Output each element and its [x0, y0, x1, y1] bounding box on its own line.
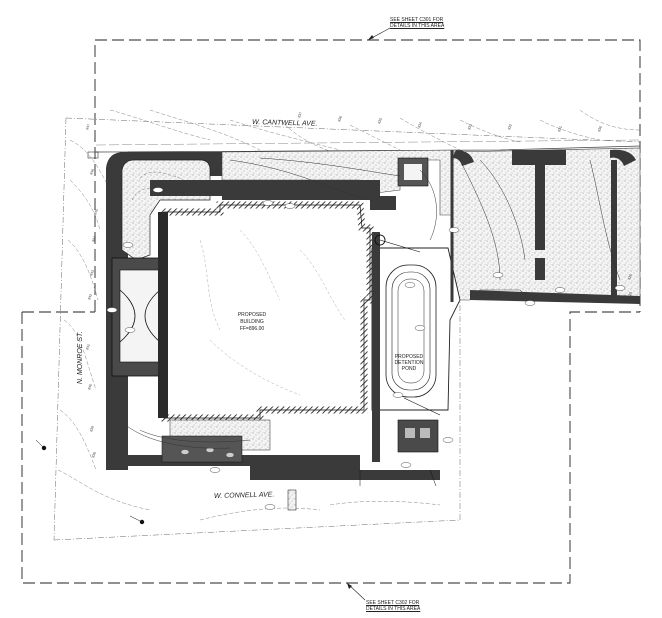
survey-points	[35, 151, 145, 525]
north-walk	[150, 180, 396, 210]
east-islands	[512, 150, 566, 250]
proposed-building	[160, 201, 374, 422]
contour-label: 841	[85, 343, 91, 350]
contour-label: 840	[87, 383, 93, 390]
contour-label: 844	[91, 235, 97, 242]
contour-label: 834	[417, 121, 423, 128]
building-label-1: PROPOSED	[238, 312, 267, 318]
contour-label: 842	[87, 293, 93, 300]
street-north: W. CANTWELL AVE.	[252, 119, 318, 128]
east-curb-south	[470, 290, 640, 304]
pond-label-1: PROPOSED	[395, 354, 424, 360]
property-line	[53, 117, 641, 541]
top-detail-note: SEE SHEET C301 FOR DETAILS IN THIS AREA	[390, 17, 444, 29]
street-south: W. CONNELL AVE.	[214, 491, 275, 500]
bottom-note-line1: SEE SHEET C302 FOR	[366, 600, 420, 606]
contour-label: 846	[89, 168, 95, 175]
contour-label: 839	[89, 425, 95, 432]
pond-label-3: POND	[402, 366, 417, 372]
contour-label: 829	[627, 291, 633, 298]
pond-west-wall	[372, 232, 380, 462]
inlet-structure	[374, 234, 386, 246]
bottom-note-line2: DETAILS IN THIS AREA	[366, 606, 421, 612]
building-label-2: BUILDING	[240, 319, 264, 325]
north-road-edge	[95, 145, 641, 153]
contour-label: 843	[89, 269, 95, 276]
detail-boundary-c302	[21, 40, 640, 584]
street-west: N. MONROE ST.	[77, 331, 84, 384]
south-driveway	[287, 489, 297, 511]
contour-label: 830	[597, 125, 603, 132]
outfall-structure	[397, 419, 439, 453]
contour-label: 837	[297, 111, 303, 118]
contour-label: 831	[557, 125, 563, 132]
building-label-3: FF=896.00	[240, 326, 265, 332]
contour-labels: 847 846 845 844 843 842 841 840 839 838 837 836 835 8…	[85, 111, 633, 458]
contour-label: 835	[377, 117, 383, 124]
contour-label: 836	[337, 115, 343, 122]
detention-pond	[385, 264, 437, 398]
contour-label: 845	[93, 208, 99, 215]
contour-label: 838	[91, 451, 97, 458]
building-wall-west	[158, 212, 168, 418]
detail-boundary-c301	[95, 39, 641, 312]
south-paving	[106, 455, 440, 480]
top-note-line2: DETAILS IN THIS AREA	[390, 23, 445, 29]
pond-label-2: DETENTION	[395, 360, 424, 366]
top-note-line1: SEE SHEET C301 FOR	[390, 17, 444, 23]
bottom-detail-note: SEE SHEET C302 FOR DETAILS IN THIS AREA	[366, 600, 420, 612]
south-bump-out	[161, 435, 243, 463]
contour-label: 833	[467, 123, 473, 130]
contour-label: 832	[507, 123, 513, 130]
proposed-contours	[119, 157, 621, 449]
contour-label: 847	[85, 123, 91, 130]
spot-elevations	[106, 187, 626, 510]
contour-label: 828	[627, 273, 633, 280]
